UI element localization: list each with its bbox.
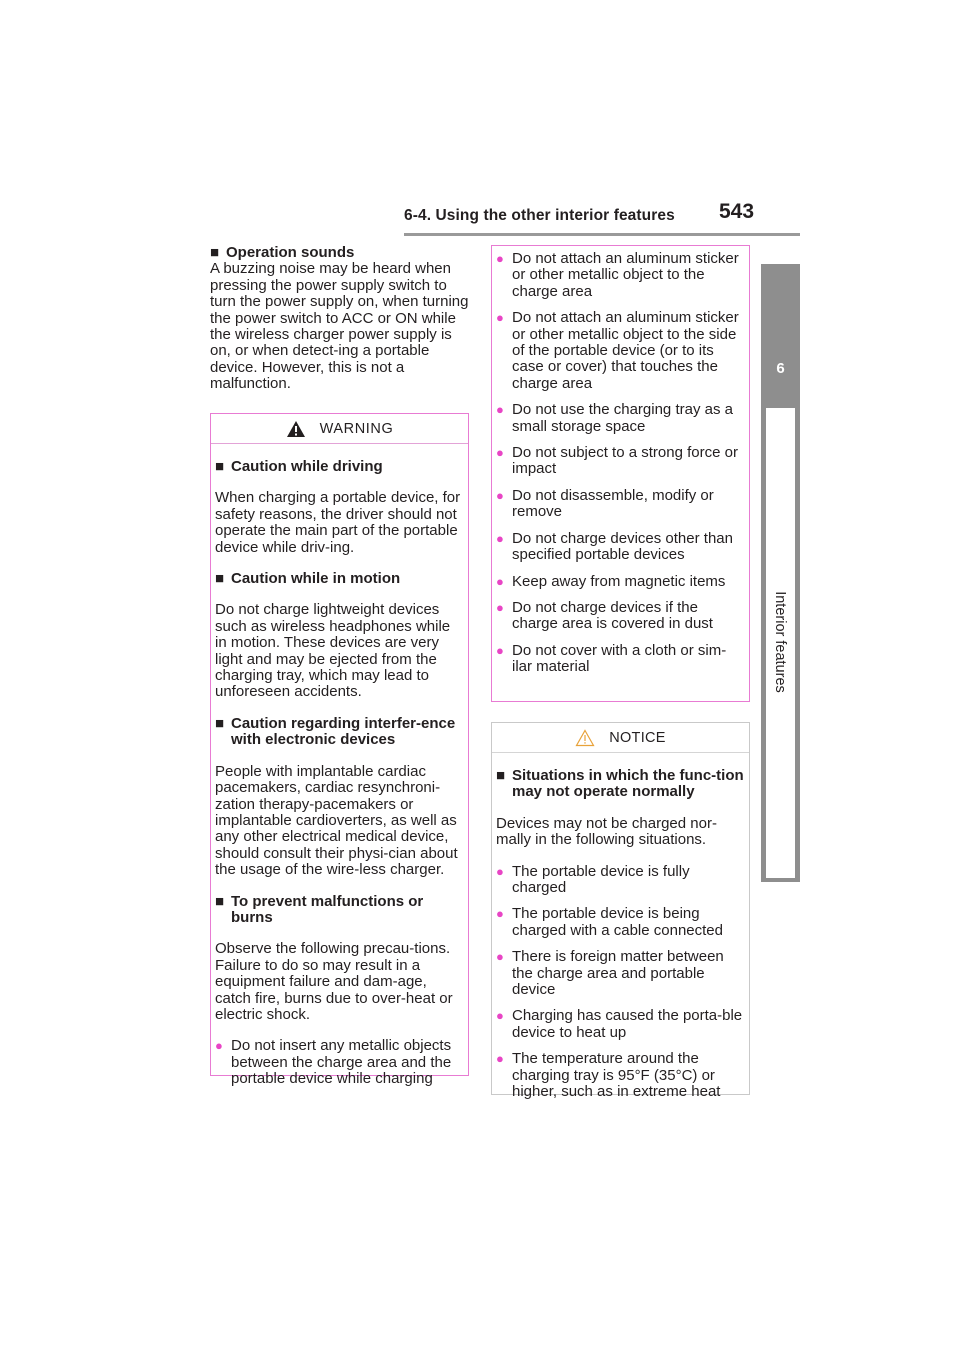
list-item: ●Do not charge devices other than specif… (496, 529, 733, 564)
square-bullet-icon: ■ (210, 244, 220, 261)
section-heading: ■Operation sounds (210, 244, 355, 261)
section-body: A buzzing noise may be heard when pressi… (210, 260, 469, 393)
list-item: ●Keep away from magnetic items (496, 572, 726, 590)
warning-section: ■Caution regarding interfer-ence with el… (215, 714, 458, 879)
section-title: 6-4. Using the other interior features (404, 207, 675, 224)
list-item: ●Do not disassemble, modify or remove (496, 486, 714, 521)
notice-triangle-icon (575, 728, 595, 746)
bullet-icon: ● (496, 642, 504, 658)
warning-continued-content: ●Do not attach an aluminum sticker or ot… (492, 250, 749, 676)
bullet-icon: ● (496, 445, 504, 461)
list-item: ●Do not attach an aluminum sticker or ot… (496, 309, 739, 392)
bullet-icon: ● (496, 599, 504, 615)
warning-box: WARNING ■Caution while driving When char… (210, 413, 469, 1087)
list-item: ●Do not attach an aluminum sticker or ot… (496, 250, 739, 300)
notice-content: ■Situations in which the func-tion may n… (492, 767, 749, 1101)
bullet-icon: ● (496, 310, 504, 326)
warning-title: WARNING (211, 414, 468, 444)
warning-section: ■Caution while driving When charging a p… (215, 458, 461, 556)
list-item: ●Do not cover with a cloth or sim-ilar m… (496, 641, 727, 676)
bullet-icon: ● (215, 1038, 223, 1054)
page-number: 543 (719, 200, 755, 223)
bullet-icon: ● (496, 1008, 504, 1024)
square-bullet-icon: ■ (215, 714, 225, 732)
square-bullet-icon: ■ (496, 767, 506, 784)
warning-section: ■Caution while in motion Do not charge l… (215, 570, 451, 701)
chapter-label: Interior features (772, 591, 788, 693)
header-rule (404, 233, 800, 236)
notice-box: NOTICE ■Situations in which the func-tio… (491, 722, 750, 1100)
list-item: ●Do not use the charging tray as a small… (496, 401, 733, 435)
list-item: ● Do not insert any metallic objects bet… (215, 1037, 452, 1088)
bullet-icon: ● (496, 402, 504, 418)
warning-box-continued: ●Do not attach an aluminum sticker or ot… (491, 245, 750, 702)
chapter-tab-inner (766, 408, 795, 878)
square-bullet-icon: ■ (215, 892, 225, 910)
bullet-icon: ● (496, 487, 504, 503)
list-item: ●The portable device is being charged wi… (496, 905, 723, 939)
list-item: ●Do not subject to a strong force or imp… (496, 444, 738, 478)
operation-sounds-section: ■Operation sounds A buzzing noise may be… (210, 244, 470, 393)
bullet-icon: ● (496, 906, 504, 922)
bullet-icon: ● (496, 863, 504, 879)
bullet-icon: ● (496, 530, 504, 546)
list-item: ●Do not charge devices if the charge are… (496, 598, 713, 633)
notice-section: ■Situations in which the func-tion may n… (496, 767, 744, 849)
bullet-icon: ● (496, 573, 504, 589)
notice-title: NOTICE (492, 723, 749, 753)
warning-content: ■Caution while driving When charging a p… (211, 458, 468, 1088)
list-item: ●The portable device is fully charged (496, 862, 690, 897)
square-bullet-icon: ■ (215, 458, 225, 475)
bullet-icon: ● (496, 1051, 504, 1067)
warning-triangle-icon (286, 420, 305, 437)
bullet-icon: ● (496, 251, 504, 266)
list-item: ●Charging has caused the porta-ble devic… (496, 1007, 743, 1041)
warning-section: ■To prevent malfunctions or burns Observ… (215, 892, 453, 1023)
list-item: ●There is foreign matter between the cha… (496, 948, 724, 999)
list-item: ●The temperature around the charging tra… (496, 1050, 721, 1101)
chapter-number: 6 (776, 360, 785, 377)
square-bullet-icon: ■ (215, 570, 225, 588)
bullet-icon: ● (496, 949, 504, 965)
